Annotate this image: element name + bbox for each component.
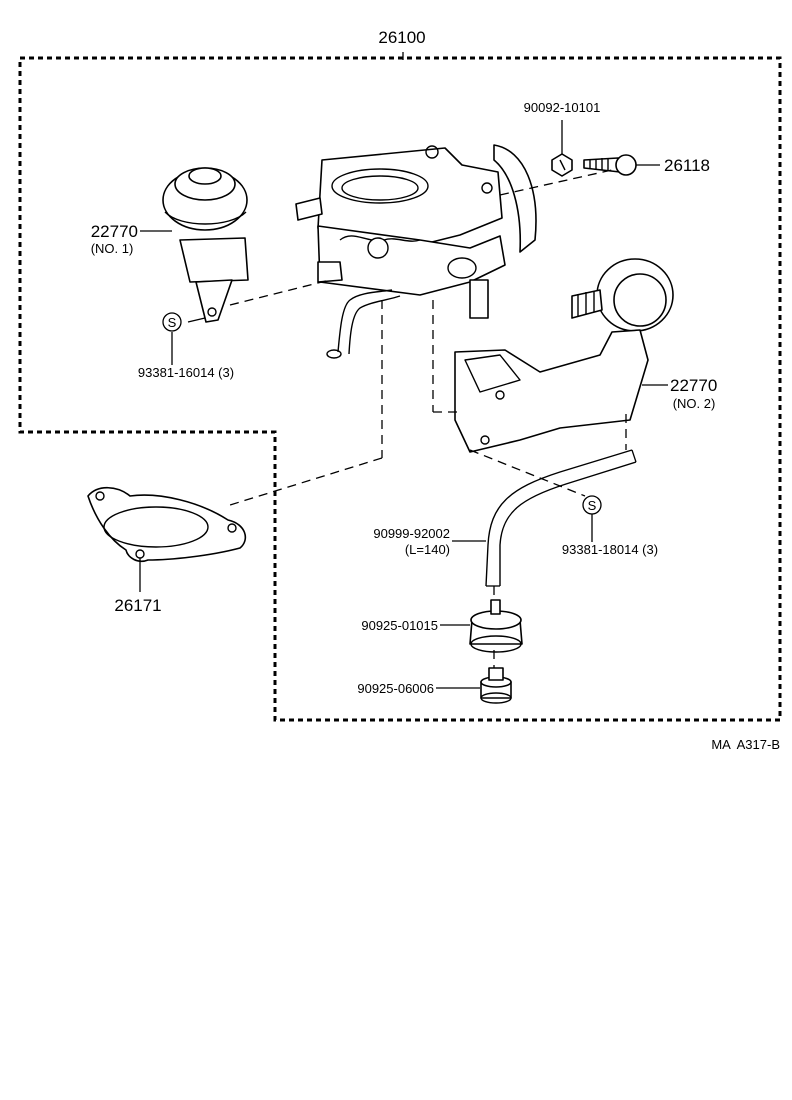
vacuum-valve-no2: [454, 258, 674, 453]
hose-sublabel: (L=140): [405, 542, 450, 557]
bolt-part: [551, 153, 573, 177]
valve-no2-sublabel: (NO. 2): [673, 396, 716, 411]
vacuum-valve-no1: [162, 167, 249, 323]
bolt-label: 90092-10101: [524, 100, 601, 115]
standard-part-symbol-no1: [162, 312, 182, 332]
grommet-label: 90925-01015: [361, 618, 438, 633]
screw-label: 26118: [664, 156, 710, 175]
screw-part: [583, 154, 637, 176]
screw-no2-label: 93381-18014 (3): [562, 542, 658, 557]
standard-part-symbol-text: S: [168, 315, 177, 330]
valve-no1-label: 22770: [91, 222, 138, 241]
standard-part-symbol-text: S: [588, 498, 597, 513]
assembly-frame: [18, 52, 782, 722]
valve-no1-guide-line: [229, 279, 331, 306]
vacuum-hose: [485, 449, 637, 587]
hose-label: 90999-92002: [373, 526, 450, 541]
gasket-label: 26171: [114, 596, 161, 615]
diagram-code: MA A317-B: [711, 737, 780, 752]
assembly-number: 26100: [378, 28, 425, 47]
grommet-part: [469, 599, 523, 653]
valve-no2-label: 22770: [670, 376, 717, 395]
valve-no1-sublabel: (NO. 1): [91, 241, 134, 256]
cap-label: 90925-06006: [357, 681, 434, 696]
throttle-body: [295, 144, 537, 359]
gasket-part: [87, 486, 247, 563]
screw-no2-guide-line: [469, 449, 586, 497]
screw-guide-line: [499, 169, 613, 196]
screw-no1-label: 93381-16014 (3): [138, 365, 234, 380]
gasket-guide-b: [229, 457, 383, 506]
cap-part: [480, 667, 512, 704]
screw-no1-link: [187, 317, 206, 323]
